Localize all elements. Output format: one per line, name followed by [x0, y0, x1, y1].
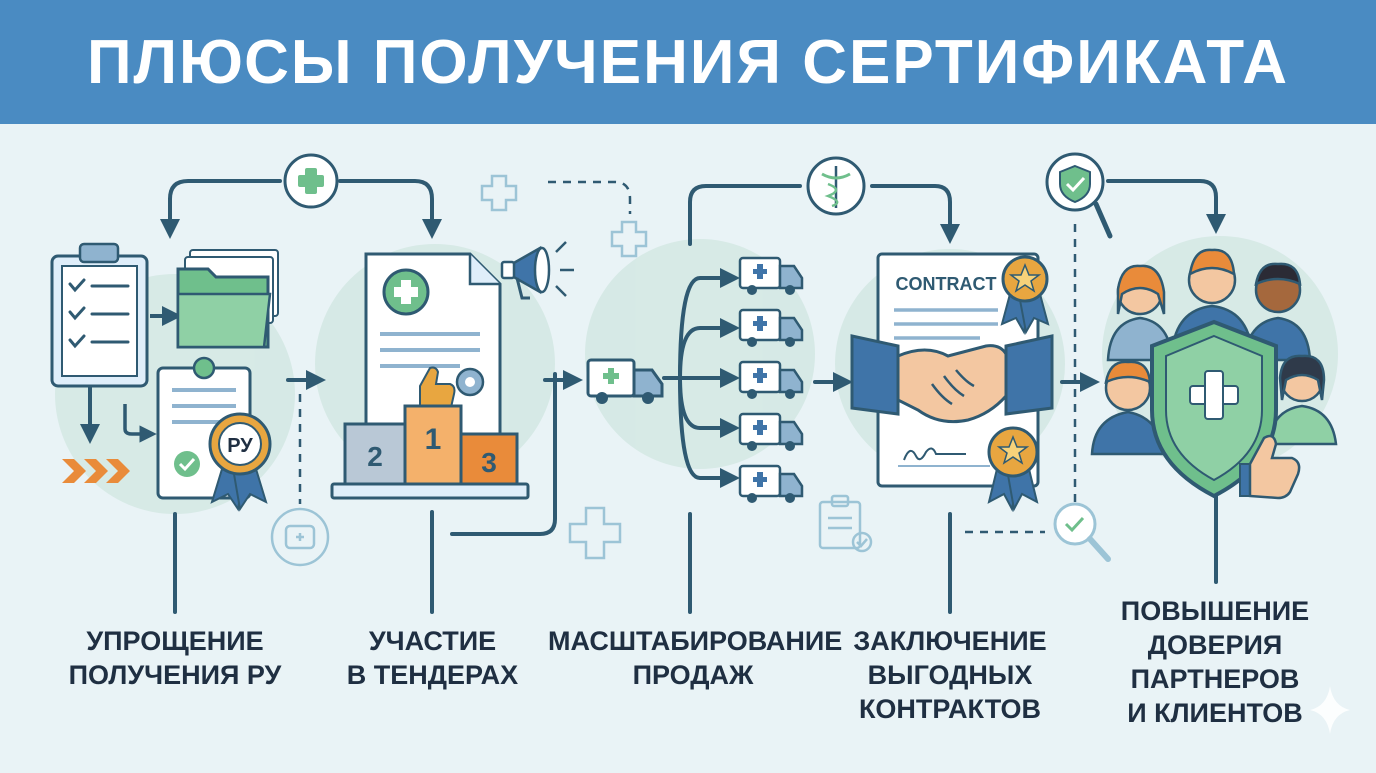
podium-place-1: 1	[425, 423, 442, 456]
shield-check-icon	[1045, 152, 1113, 239]
plus-icon	[283, 153, 339, 209]
thumbs-up-icon	[1239, 434, 1301, 500]
step-5-illustration	[1090, 248, 1338, 500]
podium-place-2: 2	[367, 441, 383, 472]
caduceus-icon	[806, 156, 866, 216]
podium: 2 1 3	[330, 404, 530, 500]
chevrons	[62, 459, 130, 483]
page-title: ПЛЮСЫ ПОЛУЧЕНИЯ СЕРТИФИКАТА	[86, 27, 1290, 97]
folder-icon	[176, 249, 279, 349]
ribbon-badge-icon: РУ	[208, 412, 272, 512]
dashed-lines	[298, 180, 1077, 534]
step-1-illustration: РУ	[50, 242, 279, 512]
diagram-canvas: РУ 2 1 3	[0, 124, 1376, 768]
diagram-illustration: РУ 2 1 3	[50, 152, 1350, 734]
step-3-label: МАСШТАБИРОВАНИЕ ПРОДАЖ	[548, 626, 843, 690]
step-5-label: ПОВЫШЕНИЕ ДОВЕРИЯ ПАРТНЕРОВ И КЛИЕНТОВ	[1120, 596, 1310, 728]
megaphone-icon	[500, 241, 574, 300]
connector-lines	[160, 179, 1226, 614]
truck-icon	[586, 358, 664, 404]
magnifier-icon	[1053, 502, 1111, 562]
seal-top-icon	[1000, 255, 1050, 335]
decorative-plus-icon	[480, 174, 648, 560]
step-2-illustration: 2 1 3	[330, 241, 574, 500]
ru-badge-text: РУ	[227, 435, 253, 457]
step-4-label: ЗАКЛЮЧЕНИЕ ВЫГОДНЫХ КОНТРАКТОВ	[853, 626, 1047, 724]
clipboard-icon	[818, 494, 873, 553]
contract-title: CONTRACT	[896, 274, 997, 294]
shield-plus-icon	[1150, 319, 1278, 499]
step-1-label: УПРОЩЕНИЕ ПОЛУЧЕНИЯ РУ	[68, 626, 282, 690]
people-group	[1090, 248, 1338, 456]
truck-fleet	[738, 256, 804, 503]
step-3-illustration	[586, 256, 804, 503]
title-banner: ПЛЮСЫ ПОЛУЧЕНИЯ СЕРТИФИКАТА	[0, 0, 1376, 124]
handshake-icon	[850, 334, 1054, 424]
step-2-label: УЧАСТИЕ В ТЕНДЕРАХ	[346, 626, 519, 690]
seal-bottom-icon	[987, 426, 1039, 513]
decorative-kit-icon	[270, 507, 330, 567]
podium-place-3: 3	[481, 447, 497, 478]
sparkle-icon	[1310, 686, 1350, 734]
step-4-illustration: CONTRACT	[850, 252, 1054, 513]
